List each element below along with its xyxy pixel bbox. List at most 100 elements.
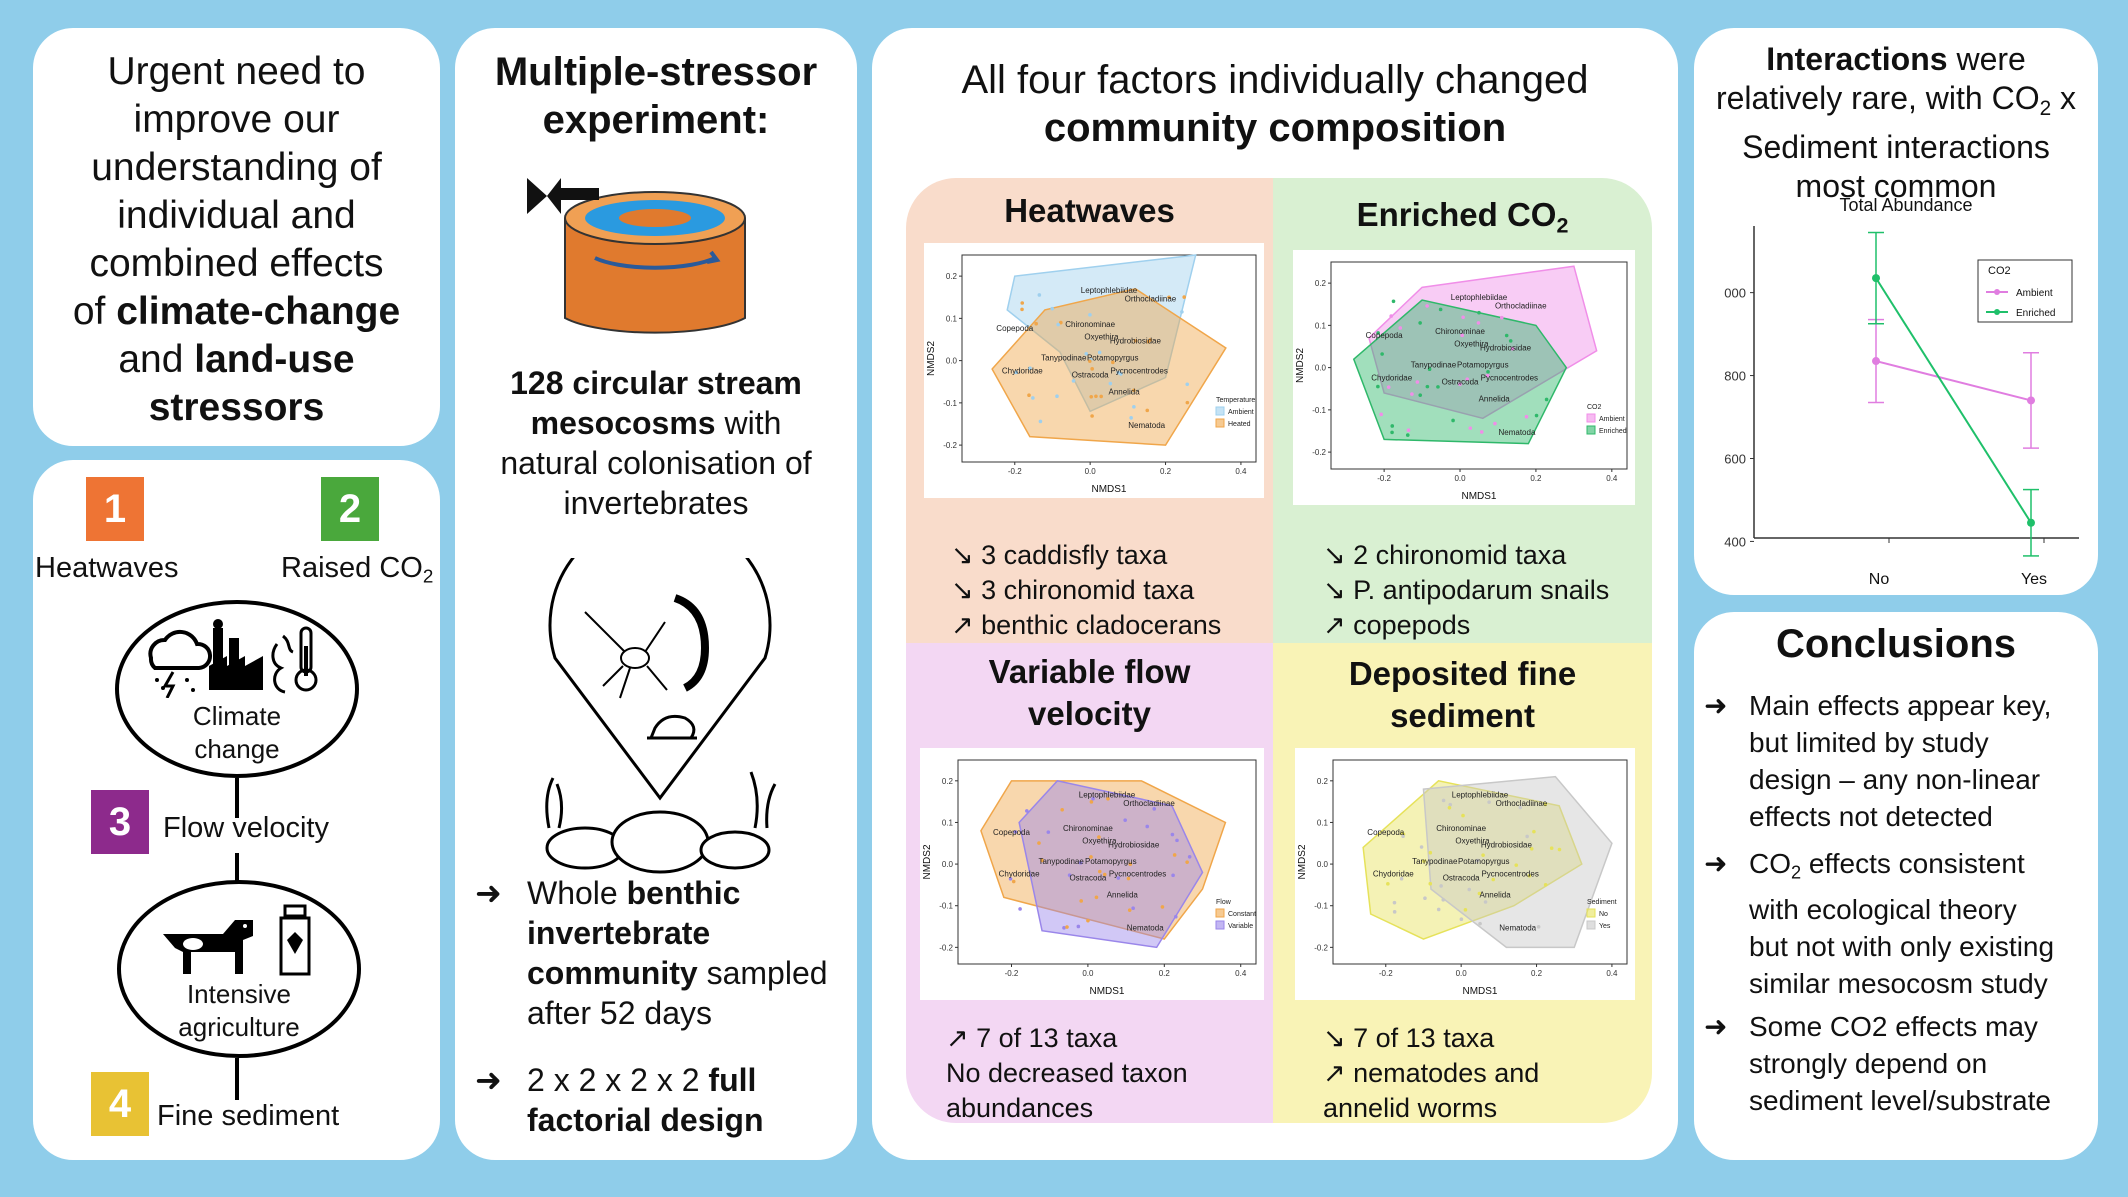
sample-point [1094, 394, 1098, 399]
legend-label: Variable [1228, 923, 1253, 930]
taxon-label: Hydrobiosidae [1481, 840, 1533, 849]
quadrant-title: Enriched CO2 [1356, 196, 1569, 238]
sample-point [1447, 806, 1452, 810]
taxon-label: Nematoda [1127, 924, 1164, 933]
sample-point [1146, 339, 1150, 344]
legend-label: Ambient [1228, 409, 1254, 416]
taxon-label: Tanypodinae [1038, 857, 1084, 866]
sample-point [1549, 846, 1554, 850]
plot-frame [961, 254, 1257, 463]
composition-title: All four factors individually changed co… [961, 58, 1589, 150]
x-tick-label: 0.2 [1530, 474, 1542, 483]
x-tick-label: 0.4 [1606, 969, 1618, 978]
sample-point [1391, 299, 1396, 304]
sample-point [1524, 414, 1529, 419]
sample-point [1050, 306, 1055, 311]
taxon-label: Chironominae [1063, 824, 1113, 833]
legend-key [1586, 413, 1596, 423]
intro-line: individual and [117, 194, 356, 237]
y-tick-label: 600 [1724, 451, 1746, 466]
x-tick-label: 0.0 [1456, 969, 1468, 978]
taxon-label: Orthocladiinae [1495, 301, 1547, 310]
sample-point [1514, 863, 1519, 867]
sample-point [1436, 385, 1440, 389]
sample-point [1508, 339, 1513, 343]
sample-point [1071, 379, 1076, 383]
y-tick-label: -0.2 [939, 943, 953, 952]
sample-point [1534, 413, 1539, 418]
sample-point [1111, 360, 1115, 365]
sample-point [1439, 884, 1443, 888]
sample-point [1037, 841, 1041, 845]
x-tick-label: 0.0 [1085, 467, 1097, 476]
y-tick-label: -0.2 [1314, 943, 1328, 952]
sample-point [1428, 850, 1433, 855]
sample-point [1441, 898, 1446, 902]
y-axis-label: NMDS2 [1297, 844, 1308, 879]
mesocosm-illustration [527, 178, 746, 334]
sample-point [1459, 917, 1464, 922]
climate-change-label: Climate change [192, 701, 282, 764]
legend-title: Temperature [1216, 397, 1255, 404]
interactions-title: Interactions were relatively rare, with … [1715, 41, 2077, 205]
bullet-community-sampled: ➜ Whole benthic invertebrate community s… [475, 875, 828, 1031]
sample-point [1428, 881, 1433, 886]
group-hull [1006, 254, 1197, 413]
legend-label: Yes [1599, 923, 1611, 930]
sample-point [1483, 900, 1488, 904]
legend-key [1586, 425, 1596, 435]
sample-point [1500, 315, 1504, 320]
sample-point [1167, 295, 1171, 300]
y-tick-label: 0.2 [946, 272, 958, 281]
y-tick-label: -0.2 [943, 441, 957, 450]
x-tick-label: 0.2 [1160, 467, 1172, 476]
taxon-label: Nematoda [1499, 924, 1536, 933]
sample-point [1008, 877, 1013, 881]
legend-label: Constant [1228, 911, 1256, 918]
stressor-label-flow: Flow velocity [163, 812, 329, 844]
sample-point [1419, 845, 1424, 849]
fertilizer-bottle-icon [279, 904, 311, 976]
sample-point [1557, 847, 1562, 852]
x-tick-label: 0.2 [1159, 969, 1171, 978]
taxon-label: Ostracoda [1072, 371, 1109, 380]
sample-point [1099, 394, 1103, 399]
x-tick-label: 0.0 [1082, 969, 1094, 978]
sample-point [1086, 918, 1090, 923]
legend-label: Ambient [2016, 288, 2053, 299]
sample-point [1485, 373, 1490, 378]
sample-point [1116, 876, 1121, 880]
sample-point [1376, 384, 1380, 389]
sample-point [1028, 366, 1032, 370]
sample-point [1020, 301, 1025, 305]
taxon-label: Tanypodinae [1412, 857, 1458, 866]
intro-line: stressors [148, 386, 325, 429]
taxon-label: Chydoridae [1002, 366, 1043, 375]
x-axis-label: NMDS1 [1091, 484, 1126, 495]
agriculture-ellipse [117, 880, 361, 1058]
y-tick-label: 0.1 [1317, 818, 1329, 827]
taxon-label: Chydoridae [999, 870, 1040, 879]
legend-label: Ambient [1599, 416, 1625, 423]
group-hull [980, 780, 1227, 940]
sample-point [1410, 392, 1414, 396]
taxon-label: Chydoridae [1371, 373, 1412, 382]
quadrant-title: Heatwaves [1004, 192, 1175, 229]
sample-point [1376, 331, 1380, 335]
sample-point [1128, 862, 1133, 867]
taxon-label: Ostracoda [1443, 874, 1480, 883]
taxon-label: Tanypodinae [1411, 361, 1457, 370]
taxon-label: Annelida [1107, 890, 1139, 899]
group-hull [991, 287, 1227, 446]
taxon-label: Leptophlebiidae [1452, 790, 1509, 799]
sample-point [1182, 295, 1187, 299]
x-tick-label: 0.0 [1454, 474, 1466, 483]
stream-bed-icon [545, 771, 777, 874]
sample-point [1152, 807, 1157, 811]
series-line [1875, 277, 2032, 524]
sample-point [1129, 416, 1133, 420]
